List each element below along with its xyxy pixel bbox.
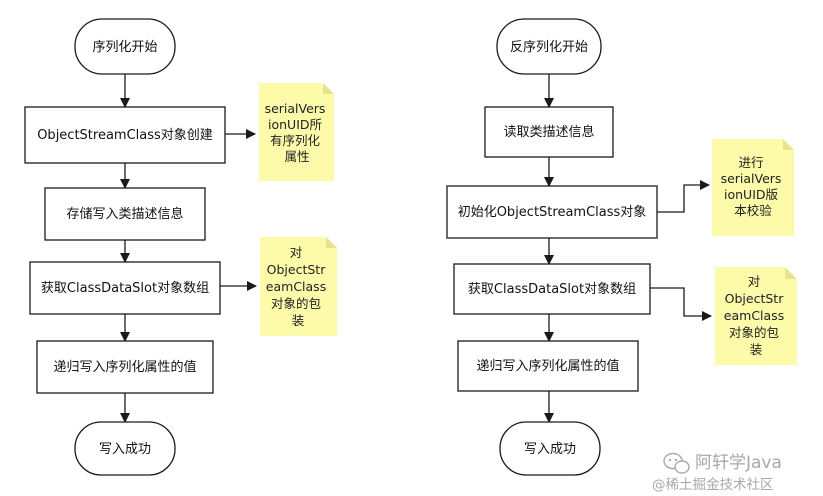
deserialization-end-label: 写入成功 [524,442,576,457]
deserialization-flow: 反序列化开始 读取类描述信息 初始化ObjectStreamClass对象 进行… [446,18,797,476]
deserialization-step-slots-label: 获取ClassDataSlot对象数组 [468,282,636,297]
deserialization-note-uid: 进行 serialVers ionUID版 本校验 [712,139,794,236]
note-line: 装 [750,342,763,357]
serialization-note-uid: serialVers ionUID所 有序列化 属性 [259,83,334,181]
serialization-step-store [44,187,206,241]
watermark: 阿轩学Java @稀土掘金技术社区 [652,452,782,493]
serialization-end-label: 写入成功 [99,442,151,457]
note-line: eamClass [724,308,784,323]
serialization-start-label: 序列化开始 [92,40,157,55]
note-line: 有序列化 [270,133,321,148]
note-line: ionUID版 [724,187,779,202]
serialization-note-wrap: 对 ObjectStr eamClass 对象的包 装 [260,237,337,336]
svg-text:进行 serialVers: 进行 serialVers ionUID版 本校验 [721,155,786,218]
svg-text:对 ObjectStr ea: 对 ObjectStr eamClass 对象的包 装 [266,245,330,328]
serialization-step-slots [29,261,221,315]
deserialization-step-slots [453,263,651,315]
serialization-step-write [36,340,214,394]
deserialization-step-read-label: 读取类描述信息 [503,124,594,140]
serialization-step-slots-label: 获取ClassDataSlot对象数组 [41,281,209,296]
deserialization-step-write [457,340,639,392]
note-line: 对象的包 [271,296,321,311]
note-line: 对象的包 [729,325,779,340]
arrow-r-step2-note1 [657,180,710,213]
deserialization-start-label: 反序列化开始 [510,40,588,55]
note-line: eamClass [266,279,326,294]
deserialization-step-read [484,106,614,158]
deserialization-step-init-label: 初始化ObjectStreamClass对象 [458,205,647,220]
note-line: 本校验 [734,203,772,218]
serialization-step-store-label: 存储写入类描述信息 [66,206,183,222]
note-line: 进行 [739,155,764,170]
serialization-flow: 序列化开始 ObjectStreamClass对象创建 serialVers i… [24,18,337,476]
note-line: 对 [748,274,761,289]
note-line: serialVers [265,101,326,116]
deserialization-step-write-label: 递归写入序列化属性的值 [476,358,619,374]
watermark-account: 阿轩学Java [695,453,782,473]
wechat-icon [663,452,690,474]
note-line: ObjectStr [725,291,785,306]
serialization-step-create-label: ObjectStreamClass对象创建 [37,128,213,143]
note-line: 属性 [284,149,309,164]
deserialization-step-init [446,185,658,239]
serialization-step-write-label: 递归写入序列化属性的值 [53,359,196,375]
serialization-step-create [24,106,226,164]
svg-text:serialVers ionUID所: serialVers ionUID所 有序列化 属性 [265,101,330,164]
svg-text:对 ObjectStr ea: 对 ObjectStr eamClass 对象的包 装 [724,274,788,357]
note-line: ObjectStr [267,262,327,277]
serialization-end-node [74,421,176,476]
note-line: serialVers [721,171,782,186]
note-line: ionUID所 [268,117,322,132]
note-line: 装 [292,313,305,328]
deserialization-end-node [499,421,601,476]
arrow-r-step3-note2 [650,287,712,321]
watermark-community: @稀土掘金技术社区 [652,477,774,493]
deserialization-note-wrap: 对 ObjectStr eamClass 对象的包 装 [715,267,797,365]
note-line: 对 [290,245,303,260]
